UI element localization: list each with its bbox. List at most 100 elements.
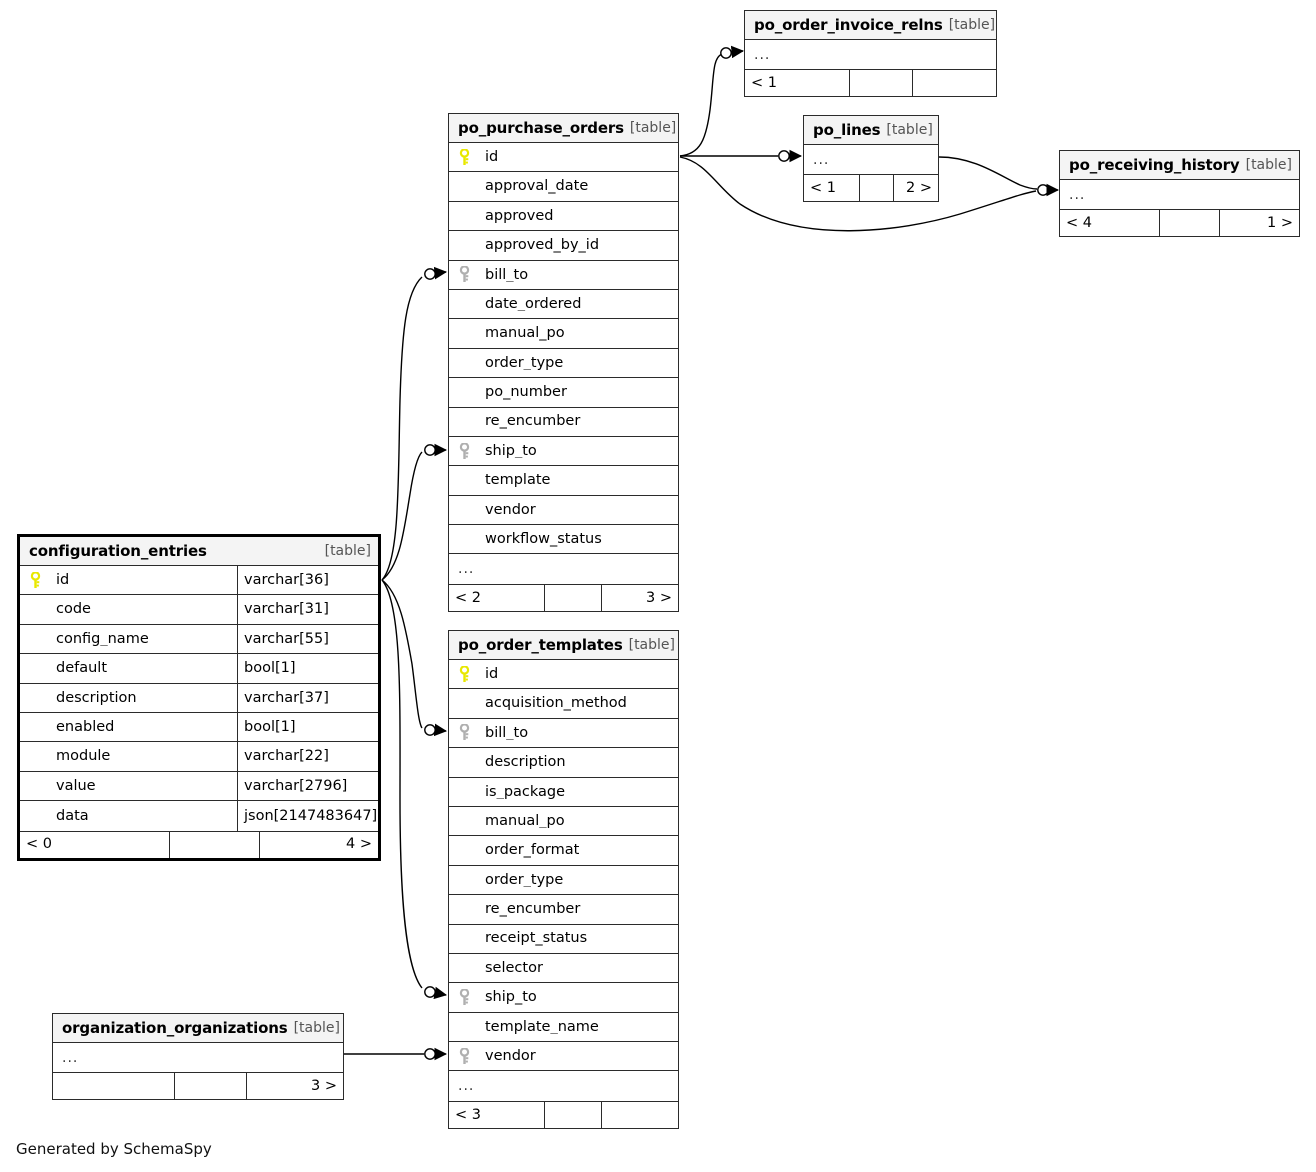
column-row[interactable]: approved_by_id	[449, 231, 678, 261]
column-name: re_encumber	[485, 902, 581, 917]
column-name: description	[485, 755, 566, 770]
column-name: workflow_status	[485, 532, 602, 547]
table-type-tag: [table]	[628, 637, 675, 653]
foreign-key-icon	[449, 724, 479, 741]
column-name: approved	[485, 208, 554, 224]
table-name-label: po_order_invoice_relns	[754, 15, 943, 34]
column-row[interactable]: id	[449, 660, 678, 690]
table-title-po_purchase_orders[interactable]: po_purchase_orders[table]	[449, 114, 678, 143]
column-row[interactable]: ship_to	[449, 983, 678, 1013]
foreign-key-icon	[449, 266, 479, 283]
column-row[interactable]: template	[449, 466, 678, 496]
column-row[interactable]: manual_po	[449, 806, 678, 837]
column-row[interactable]: bill_to	[449, 260, 678, 290]
table-title-organization_organizations[interactable]: organization_organizations[table]	[53, 1014, 343, 1043]
column-row[interactable]: order_type	[449, 348, 678, 379]
column-type: varchar[55]	[237, 624, 378, 654]
column-row[interactable]: description varchar[37]	[20, 683, 378, 713]
column-row[interactable]: approved	[449, 201, 678, 232]
more-columns-row[interactable]: ...	[449, 1071, 678, 1101]
column-row[interactable]: vendor	[449, 495, 678, 526]
more-columns-row[interactable]: ...	[53, 1043, 343, 1073]
edge-configuration-entries-to-po-purchase-orders-bill-to	[381, 266, 448, 581]
footer-mid-relations-count	[850, 70, 914, 97]
column-name: template	[485, 473, 551, 488]
column-row[interactable]: re_encumber	[449, 895, 678, 925]
column-name: order_type	[485, 872, 564, 888]
column-name: po_number	[485, 385, 567, 400]
column-row[interactable]: workflow_status	[449, 525, 678, 555]
column-row[interactable]: is_package	[449, 777, 678, 807]
footer-right-relations-count: 3 >	[646, 589, 672, 606]
column-name: bill_to	[485, 267, 529, 282]
column-row[interactable]: id	[449, 143, 678, 173]
more-columns-row[interactable]: ...	[745, 40, 996, 70]
column-name: description	[56, 690, 137, 705]
column-row[interactable]: acquisition_method	[449, 689, 678, 719]
table-footer-po_order_templates: < 3	[449, 1100, 678, 1128]
more-columns-row[interactable]: ...	[804, 145, 938, 175]
column-type: varchar[31]	[237, 595, 378, 624]
column-row[interactable]: order_type	[449, 865, 678, 896]
column-row[interactable]: template_name	[449, 1012, 678, 1043]
more-columns-row[interactable]: ...	[449, 554, 678, 584]
column-type: varchar[22]	[237, 742, 378, 771]
table-node-organization_organizations[interactable]: organization_organizations[table]...3 >	[52, 1013, 344, 1101]
table-node-po_purchase_orders[interactable]: po_purchase_orders[table]id approval_date…	[448, 113, 679, 612]
column-row[interactable]: date_ordered	[449, 289, 678, 320]
column-row[interactable]: manual_po	[449, 319, 678, 349]
generated-by-credit: Generated by SchemaSpy	[16, 1140, 212, 1158]
table-title-po_order_invoice_relns[interactable]: po_order_invoice_relns[table]	[745, 11, 996, 40]
column-row[interactable]: po_number	[449, 378, 678, 408]
column-row[interactable]: order_format	[449, 836, 678, 866]
table-node-po_order_templates[interactable]: po_order_templates[table]id acquisition_m…	[448, 630, 679, 1129]
table-title-po_order_templates[interactable]: po_order_templates[table]	[449, 631, 678, 660]
column-row[interactable]: approval_date	[449, 172, 678, 202]
column-row[interactable]: description	[449, 748, 678, 778]
edge-organization-organizations-to-po-order-templates-vendor	[344, 1047, 448, 1061]
column-row[interactable]: bill_to	[449, 718, 678, 749]
table-title-configuration_entries[interactable]: configuration_entries[table]	[20, 537, 378, 566]
more-columns-row[interactable]: ...	[1060, 180, 1299, 210]
column-name: id	[485, 149, 499, 165]
table-title-po_lines[interactable]: po_lines[table]	[804, 116, 938, 145]
column-name: re_encumber	[485, 414, 581, 429]
footer-left-relations-count: < 0	[20, 831, 171, 858]
column-name: enabled	[56, 719, 115, 735]
column-name: manual_po	[485, 326, 565, 341]
table-name-label: po_lines	[813, 120, 881, 139]
column-name: ship_to	[485, 443, 537, 459]
column-row[interactable]: receipt_status	[449, 924, 678, 954]
table-title-po_receiving_history[interactable]: po_receiving_history[table]	[1060, 151, 1299, 180]
column-row[interactable]: re_encumber	[449, 407, 678, 437]
column-row[interactable]: ship_to	[449, 436, 678, 467]
table-name-label: po_purchase_orders	[458, 118, 624, 137]
column-name: date_ordered	[485, 296, 582, 312]
table-node-po_order_invoice_relns[interactable]: po_order_invoice_relns[table]...< 1	[744, 10, 997, 98]
primary-key-icon	[449, 665, 479, 683]
footer-left-relations-count: < 2	[449, 584, 546, 611]
column-name: vendor	[485, 1049, 536, 1064]
column-name: id	[485, 666, 499, 682]
footer-mid-relations-count	[545, 1101, 603, 1128]
edge-configuration-entries-to-po-order-templates-bill-to	[381, 579, 448, 737]
column-row[interactable]: selector	[449, 953, 678, 984]
column-type: varchar[37]	[237, 683, 378, 712]
edge-configuration-entries-to-po-order-templates-ship-to	[381, 579, 447, 1000]
column-name: template_name	[485, 1019, 599, 1035]
column-row[interactable]: vendor	[449, 1042, 678, 1072]
column-type: json[2147483647]	[237, 801, 378, 831]
